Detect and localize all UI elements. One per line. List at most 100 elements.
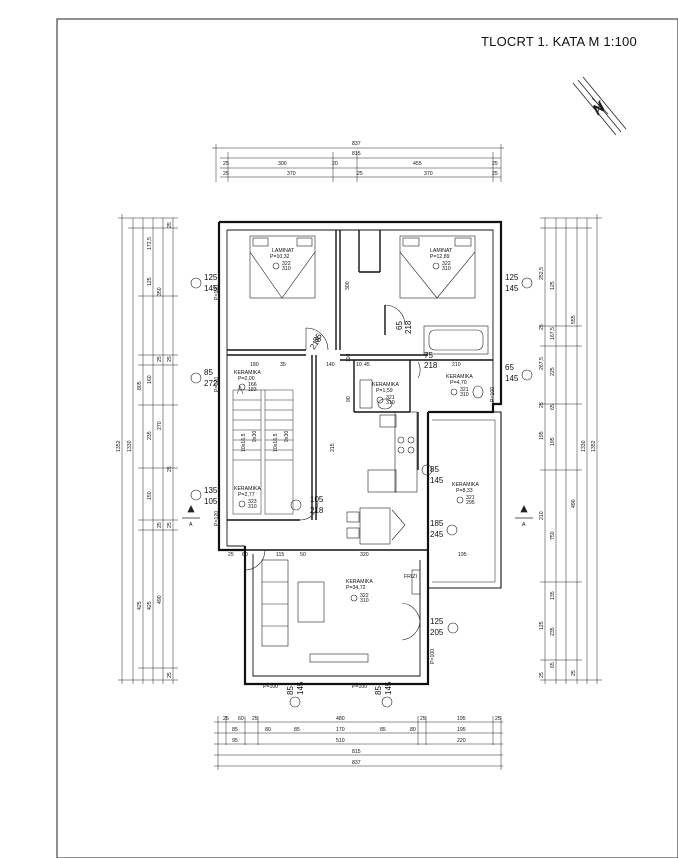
win-5-b: 105 [204,497,218,506]
level-marker-icon [272,262,280,270]
drawing-title: TLOCRT 1. KATA M 1:100 [481,34,637,49]
right-dim-b8: 235 [550,627,556,636]
level-marker-icon [350,594,358,602]
door-swings [244,304,421,641]
win-8-a: 125 [430,617,444,626]
door-3-a: 75 [424,351,433,360]
top-dim-837: 837 [352,141,361,147]
bot-dim-r5: 837 [352,760,361,766]
left-dim-172: 172,5 [147,237,153,250]
top-dim-r3-b: 300 [278,161,287,167]
stair-label-4: 9x30 [284,431,290,442]
top-dim-r4-a: 25 [223,171,229,177]
level-marker-icon [450,388,458,396]
int-dim-15: 60 [242,552,248,558]
right-dim-b1: 125 [550,281,556,290]
int-dim-12: 25 [228,552,234,558]
int-dim-14: 90 [346,396,352,402]
right-dim-c1: 555 [571,315,577,324]
bot-dim-r1-c: 25 [252,716,258,722]
left-dim-235: 235 [147,431,153,440]
level-marker-icon [238,500,246,508]
stair-label-3: 10x16,5 [273,433,279,452]
left-dim-490: 490 [157,595,163,604]
room-label-bed-2: LAMINAT P=12,89 322 310 [430,248,453,272]
right-dim-1352: 1352 [591,440,597,452]
door-3-b: 218 [424,361,438,370]
stair-label-2: 9x30 [252,431,258,442]
top-dim-r4-c: 25 [357,171,363,177]
int-dim-16: 50 [300,552,306,558]
bed-furniture [249,235,476,299]
parapet-5: P=120 [214,511,220,526]
bot-dim-r1-d: 480 [336,716,345,722]
bottom-dimension-chains [214,716,503,770]
int-dim-4: 140 [326,362,335,368]
left-dim-d3: 25 [167,466,173,472]
svg-text:322: 322 [442,261,451,267]
svg-text:P=2,77: P=2,77 [238,492,255,498]
bathroom-fixtures [359,325,489,428]
svg-text:310: 310 [282,266,291,272]
bot-dim-r4: 815 [352,749,361,755]
parapet-7: P=100 [490,387,496,402]
svg-text:166: 166 [248,382,257,388]
int-dim-3: 110 [346,354,352,362]
svg-text:310: 310 [360,598,369,604]
section-mark-right-label: A [522,522,526,528]
svg-text:P=34,72: P=34,72 [346,585,366,591]
right-dim-c2: 490 [571,499,577,508]
top-dim-r4-b: 370 [287,171,296,177]
svg-text:310: 310 [442,266,451,272]
kitchen-counter [346,411,418,545]
room-label-bath2: KERAMIKA P=4,70 321 310 [446,374,473,398]
left-dim-425b: 425 [147,601,153,610]
bot-dim-r1-g: 25 [495,716,501,722]
section-mark-left [182,505,200,519]
int-dim-2: 35 [280,362,286,368]
int-dim-1: 300 [345,281,351,290]
left-dim-805: 805 [137,381,143,390]
right-dim-b4: 65 [550,404,556,410]
bot-dim-r2-f: 80 [410,727,416,733]
exterior-walls [217,220,503,686]
right-dim-a6: 210 [539,511,545,520]
svg-text:321: 321 [466,495,475,501]
right-dim-b7: 135 [550,591,556,600]
top-dim-r3-c: 20 [332,161,338,167]
top-dim-r3-a: 25 [223,161,229,167]
fridge-label: FRIZI [404,574,417,580]
win-7-a: 185 [430,519,444,528]
left-dim-d5: 25 [167,672,173,678]
int-dim-10: 195 [458,552,467,558]
win-10-a: 85 [374,686,383,695]
left-dim-d4: 25 [167,522,173,528]
left-dim-25: 25 [157,356,163,362]
int-dim-8: 215 [330,443,336,452]
svg-text:P=2,00: P=2,00 [238,376,255,382]
bot-dim-r1-e: 25 [420,716,426,722]
int-dim-5: 10 [356,362,362,368]
right-dim-c3: 25 [571,670,577,676]
interior-walls [227,230,493,551]
win-9-a: 85 [286,686,295,695]
top-dim-815: 815 [352,151,361,157]
win-7-b: 245 [430,530,444,539]
svg-text:LAMINAT: LAMINAT [430,248,453,254]
svg-text:323: 323 [248,499,257,505]
door-2-a: 65 [395,321,404,330]
win-4-a: 65 [505,363,514,372]
top-dim-r3-d: 455 [413,161,422,167]
win-6-a: 85 [430,465,439,474]
right-dim-b3: 225 [550,367,556,376]
right-dim-a5: 195 [539,431,545,440]
svg-text:KERAMIKA: KERAMIKA [452,482,479,488]
svg-text:322: 322 [282,261,291,267]
level-marker-icon [432,262,440,270]
svg-text:183: 183 [248,387,257,393]
left-dim-d1: 25 [167,222,173,228]
win-3-b: 272 [204,379,218,388]
left-dim-425a: 425 [137,601,143,610]
bot-dim-r2-c: 85 [294,727,300,733]
right-dim-b5: 195 [550,437,556,446]
